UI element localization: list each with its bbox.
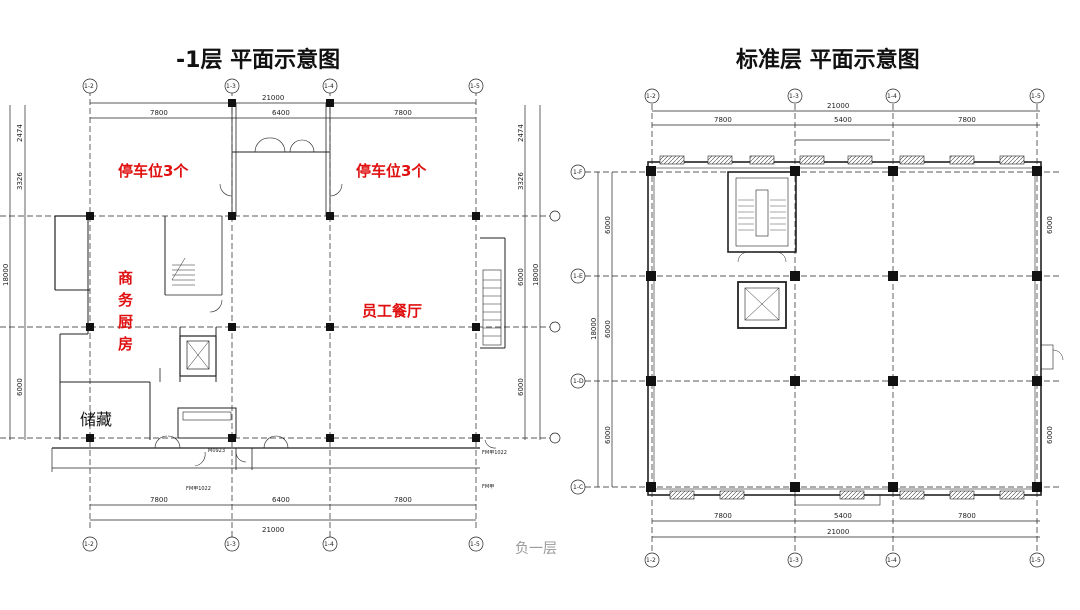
right-columns xyxy=(646,166,1042,492)
room-dining: 员工餐厅 xyxy=(362,302,422,320)
dim-total-bottom: 21000 xyxy=(262,526,284,534)
dim-bottom: 7800 xyxy=(394,496,412,504)
room-storage: 储藏 xyxy=(80,410,112,429)
dim-bottom: 5400 xyxy=(834,512,852,520)
grid-label: 1-2 xyxy=(84,541,94,548)
dim-side-total: 18000 xyxy=(532,264,540,286)
room-kitchen-char: 房 xyxy=(118,335,133,353)
door-tag: FM甲1022 xyxy=(482,450,507,456)
dim-total-top: 21000 xyxy=(827,102,849,110)
dim-side: 6000 xyxy=(604,426,612,444)
dim-side: 2474 xyxy=(517,124,525,142)
room-kitchen-char: 务 xyxy=(118,291,134,309)
room-kitchen-char: 商 xyxy=(118,269,133,287)
dim-total-bottom: 21000 xyxy=(827,528,849,536)
grid-label: 1-D xyxy=(573,378,584,385)
dim-side: 6000 xyxy=(16,378,24,396)
room-parking-right: 停车位3个 xyxy=(356,162,427,180)
door-tag: FM甲 xyxy=(482,484,494,490)
dim-side: 6000 xyxy=(517,378,525,396)
grid-label: 1-3 xyxy=(789,557,799,564)
dim-top: 7800 xyxy=(150,109,168,117)
grid-label: 1-2 xyxy=(646,557,656,564)
left-plan-title: -1层 平面示意图 xyxy=(176,48,341,73)
footer-text: 负一层 xyxy=(515,541,557,557)
dim-total-top: 21000 xyxy=(262,94,284,102)
grid-label: 1-5 xyxy=(470,541,480,548)
dim-side: 6000 xyxy=(1046,426,1054,444)
grid-label: 1-5 xyxy=(1031,93,1041,100)
left-columns xyxy=(86,99,480,442)
grid-label: 1-E xyxy=(573,273,583,280)
dim-top: 7800 xyxy=(714,116,732,124)
door-tag: M0923 xyxy=(208,448,225,454)
dim-side: 6000 xyxy=(517,268,525,286)
room-parking-left: 停车位3个 xyxy=(118,162,189,180)
grid-label: 1-C xyxy=(573,484,583,491)
dim-side-total: 18000 xyxy=(590,318,598,340)
grid-label: 1-4 xyxy=(887,93,897,100)
door-tag: FM甲1022 xyxy=(186,486,211,492)
dim-top: 7800 xyxy=(958,116,976,124)
dim-side: 6000 xyxy=(1046,216,1054,234)
left-plan xyxy=(0,90,555,540)
dim-bottom: 7800 xyxy=(150,496,168,504)
dim-side: 6000 xyxy=(604,320,612,338)
grid-label: 1-3 xyxy=(789,93,799,100)
dim-side-total: 18000 xyxy=(2,264,10,286)
grid-label: 1-F xyxy=(573,169,583,176)
dim-side: 6000 xyxy=(604,216,612,234)
dim-bottom: 6400 xyxy=(272,496,290,504)
grid-label: 1-2 xyxy=(646,93,656,100)
dim-side: 3326 xyxy=(517,172,525,190)
grid-label: 1-3 xyxy=(226,83,236,90)
room-kitchen-char: 厨 xyxy=(118,313,133,331)
dim-top: 6400 xyxy=(272,109,290,117)
dim-top: 7800 xyxy=(394,109,412,117)
grid-label: 1-3 xyxy=(226,541,236,548)
dim-top: 5400 xyxy=(834,116,852,124)
dim-side: 2474 xyxy=(16,124,24,142)
grid-label: 1-2 xyxy=(84,83,94,90)
dim-side: 3326 xyxy=(16,172,24,190)
right-plan-title: 标准层 平面示意图 xyxy=(736,48,920,73)
grid-label: 1-4 xyxy=(324,541,334,548)
grid-label: 1-5 xyxy=(1031,557,1041,564)
dim-bottom: 7800 xyxy=(958,512,976,520)
grid-label: 1-5 xyxy=(470,83,480,90)
grid-label: 1-4 xyxy=(887,557,897,564)
dim-bottom: 7800 xyxy=(714,512,732,520)
grid-label: 1-4 xyxy=(324,83,334,90)
